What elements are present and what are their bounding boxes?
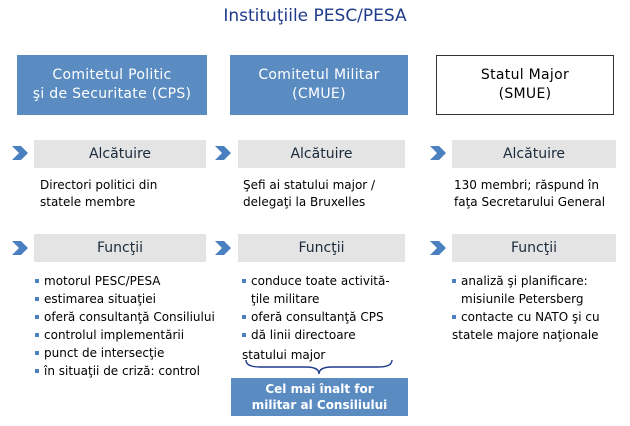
composition-line: delegaţi la Bruxelles [243,195,366,209]
list-item: conduce toate activită- [242,272,390,290]
list-item: statele majore naţionale [452,326,600,344]
list-item: controlul implementării [35,326,215,344]
chevron-right-icon [215,241,231,255]
composition-cmue: Şefi ai statului major / delegaţi la Bru… [243,177,375,211]
function-text: ţile militare [251,292,320,306]
bullet-icon [35,333,39,337]
list-item: oferă consultanţă Consiliului [35,308,215,326]
header-cps-line1: Comitetul Politic [52,67,172,83]
composition-smue: 130 membri; răspund în faţa Secretarului… [454,177,605,211]
function-text: oferă consultanţă Consiliului [44,310,215,324]
function-text: estimarea situaţiei [44,292,156,306]
composition-line: Directori politici din [40,178,158,192]
functions-list-cps: motorul PESC/PESA estimarea situaţiei of… [35,272,215,380]
header-cps-line2: şi de Securitate (CPS) [32,86,192,102]
list-item: estimarea situaţiei [35,290,215,308]
list-item: analiză şi planificare: [452,272,600,290]
bullet-icon [452,279,456,283]
note-line: Cel mai înalt for [265,382,374,396]
header-cmue-line2: (CMUE) [292,86,346,102]
list-item: contacte cu NATO şi cu [452,308,600,326]
curly-brace-icon [245,359,393,375]
bullet-icon [35,315,39,319]
bullet-icon [35,279,39,283]
bullet-icon [35,351,39,355]
composition-bar-cmue: Alcătuire [238,140,405,168]
composition-line: statele membre [40,195,136,209]
header-cps: Comitetul Politic şi de Securitate (CPS) [17,55,207,115]
list-item: statului major [242,344,390,366]
bullet-icon [242,315,246,319]
composition-line: 130 membri; răspund în [454,178,599,192]
functions-bar-cps: Funcţii [34,234,206,262]
function-text: motorul PESC/PESA [44,274,161,288]
function-text: statului major [242,348,326,362]
function-text: controlul implementării [44,328,185,342]
functions-bar-cmue: Funcţii [238,234,405,262]
function-text: statele majore naţionale [452,328,599,342]
header-smue-line1: Statul Major [480,67,570,83]
chevron-right-icon [12,146,28,160]
function-text: conduce toate activită- [251,274,390,288]
bullet-icon [35,369,39,373]
composition-line: Şefi ai statului major / [243,178,376,192]
chevron-right-icon [430,241,446,255]
note-line: militar al Consiliului [251,398,388,412]
bullet-icon [35,297,39,301]
composition-bar-smue: Alcătuire [452,140,616,168]
list-item: dă linii directoare [242,326,390,344]
bullet-icon [452,315,456,319]
function-text: dă linii directoare [251,328,356,342]
functions-bar-smue: Funcţii [452,234,616,262]
function-text: oferă consultanţă CPS [251,310,384,324]
header-smue-line2: (SMUE) [498,86,552,102]
list-item: motorul PESC/PESA [35,272,215,290]
list-item: în situaţii de criză: control [35,362,215,380]
diagram-title: Instituţiile PESC/PESA [223,6,407,26]
list-item: punct de intersecţie [35,344,215,362]
list-item: misiunile Petersberg [452,290,600,308]
function-text: analiză şi planificare: [461,274,588,288]
header-cmue-line1: Comitetul Militar [258,67,380,83]
list-item: ţile militare [242,290,390,308]
composition-cps: Directori politici din statele membre [40,177,157,211]
function-text: contacte cu NATO şi cu [461,310,600,324]
function-text: în situaţii de criză: control [44,364,200,378]
bullet-icon [242,333,246,337]
composition-line: faţa Secretarului General [454,195,606,209]
composition-bar-cps: Alcătuire [34,140,206,168]
chevron-right-icon [215,146,231,160]
function-text: misiunile Petersberg [461,292,584,306]
function-text: punct de intersecţie [44,346,165,360]
header-smue: Statul Major (SMUE) [436,55,614,115]
cmue-note-box: Cel mai înalt for militar al Consiliului [231,378,408,416]
bullet-icon [242,279,246,283]
functions-list-cmue: conduce toate activită- ţile militare of… [242,272,390,366]
chevron-right-icon [430,146,446,160]
list-item: oferă consultanţă CPS [242,308,390,326]
header-cmue: Comitetul Militar (CMUE) [230,55,408,115]
functions-list-smue: analiză şi planificare: misiunile Peters… [452,272,600,344]
chevron-right-icon [12,241,28,255]
